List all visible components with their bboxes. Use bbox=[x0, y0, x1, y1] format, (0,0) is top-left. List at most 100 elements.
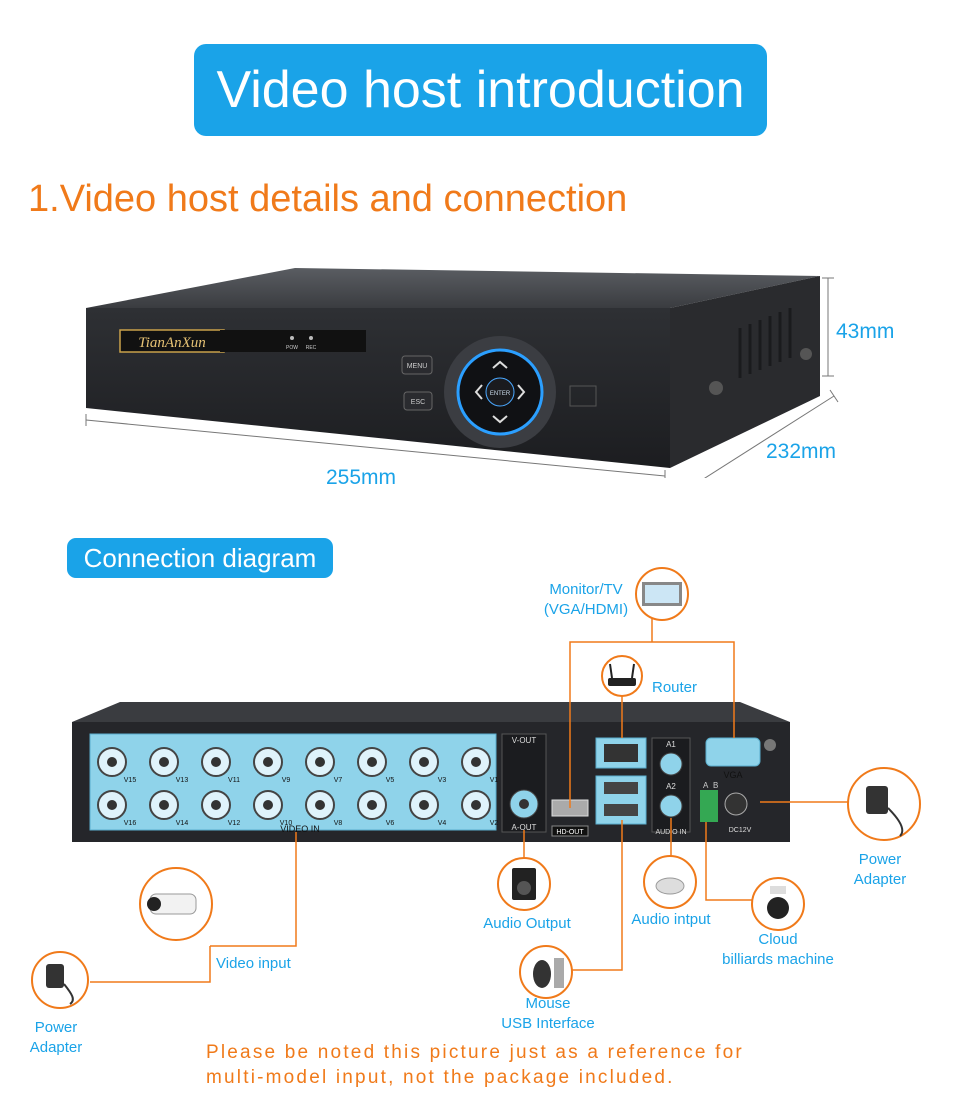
b-terminal-label: B bbox=[713, 781, 718, 790]
dc12v-label: DC12V bbox=[729, 827, 752, 834]
bnc-pin bbox=[419, 757, 429, 767]
monitor-label: Monitor/TV (VGA/HDMI) bbox=[543, 581, 629, 618]
mouse-usb-label: Mouse USB Interface bbox=[501, 995, 595, 1032]
menu-button-label: MENU bbox=[407, 363, 428, 370]
video-port-label: V15 bbox=[124, 777, 137, 784]
video-port-label: V6 bbox=[386, 820, 395, 827]
connection-diagram-title: Connection diagram bbox=[83, 542, 317, 573]
bnc-pin bbox=[107, 800, 117, 810]
depth-dimension: 232mm bbox=[766, 440, 837, 463]
wiring-lines bbox=[90, 618, 850, 983]
section-title: 1.Video host details and connection bbox=[28, 178, 628, 220]
a-terminal-label: A bbox=[703, 781, 709, 790]
bnc-pin bbox=[315, 800, 325, 810]
dvr-top bbox=[86, 268, 820, 308]
screw bbox=[709, 381, 723, 395]
mouse-icon bbox=[519, 945, 573, 999]
bnc-pin bbox=[471, 800, 481, 810]
cloud-billiards-label: Cloud billiards machine bbox=[722, 931, 834, 968]
disclaimer-note: Please be noted this picture just as a r… bbox=[206, 1040, 744, 1090]
right-arrow-icon bbox=[517, 384, 526, 400]
width-dimension: 255mm bbox=[326, 466, 397, 489]
page-banner: Video host introduction bbox=[194, 44, 767, 136]
a2-label: A2 bbox=[666, 782, 676, 791]
esc-button[interactable] bbox=[403, 391, 433, 411]
video-port-label: V8 bbox=[334, 820, 343, 827]
ptz-camera-icon bbox=[751, 877, 805, 931]
note-line-2: multi-model input, not the package inclu… bbox=[206, 1067, 675, 1088]
microphone-icon bbox=[643, 855, 697, 909]
pow-led-label: POW bbox=[286, 345, 298, 351]
video-port-label: V5 bbox=[386, 777, 395, 784]
vga-port[interactable] bbox=[705, 737, 761, 767]
screw bbox=[800, 348, 812, 360]
menu-button[interactable] bbox=[401, 355, 433, 375]
video-bnc-top-row bbox=[97, 747, 491, 777]
enter-button[interactable] bbox=[485, 377, 515, 407]
audio-output-label: Audio Output bbox=[483, 915, 571, 932]
speaker-icon bbox=[497, 857, 551, 911]
brand-text: TianAnXun bbox=[138, 335, 206, 351]
bnc-pin bbox=[159, 800, 169, 810]
video-port-label: V14 bbox=[176, 820, 189, 827]
dvr-front-view: TianAnXun POW REC MENU ESC ENTER bbox=[85, 268, 839, 478]
chassis-top bbox=[72, 702, 790, 722]
video-port-label: V2 bbox=[490, 820, 499, 827]
a-out-label: A-OUT bbox=[512, 823, 537, 832]
bnc-pin bbox=[315, 757, 325, 767]
router-icon bbox=[601, 655, 643, 697]
status-panel bbox=[220, 330, 366, 352]
left-arrow-icon bbox=[474, 384, 483, 400]
ir-window bbox=[569, 385, 597, 407]
video-port-label: V3 bbox=[438, 777, 447, 784]
height-dimension: 43mm bbox=[836, 320, 895, 343]
router-label: Router bbox=[652, 679, 698, 696]
video-port-label: V9 bbox=[282, 777, 291, 784]
video-input-label: Video input bbox=[216, 955, 291, 972]
a1-label: A1 bbox=[666, 740, 676, 749]
bnc-pin bbox=[211, 800, 221, 810]
hd-out-label: HD-OUT bbox=[556, 829, 584, 836]
bnc-pin bbox=[367, 800, 377, 810]
enter-label: ENTER bbox=[490, 391, 511, 397]
a1-jack[interactable] bbox=[659, 752, 683, 776]
power-adapter-left-icon bbox=[31, 951, 89, 1009]
a2-jack[interactable] bbox=[659, 794, 683, 818]
connection-diagram-badge: Connection diagram bbox=[67, 538, 333, 578]
down-arrow-icon bbox=[492, 415, 508, 424]
banner-title: Video host introduction bbox=[216, 61, 745, 119]
note-line-1: Please be noted this picture just as a r… bbox=[206, 1042, 744, 1063]
bnc-pin bbox=[107, 757, 117, 767]
bnc-pin bbox=[263, 800, 273, 810]
video-port-label: V11 bbox=[228, 777, 240, 784]
dvr-side bbox=[670, 276, 820, 468]
ground-screw bbox=[764, 739, 776, 751]
monitor-icon bbox=[635, 567, 689, 621]
audio-input-label: Audio intput bbox=[631, 911, 711, 928]
video-port-label: V12 bbox=[228, 820, 241, 827]
vga-label: VGA bbox=[723, 770, 742, 780]
video-port-label: V7 bbox=[334, 777, 343, 784]
rs485-terminal[interactable] bbox=[700, 790, 718, 822]
video-port-label: V10 bbox=[280, 820, 293, 827]
video-in-label: VIDEO IN bbox=[280, 824, 320, 834]
esc-button-label: ESC bbox=[411, 399, 425, 406]
video-port-label: V13 bbox=[176, 777, 189, 784]
power-adapter-right-icon bbox=[847, 767, 921, 841]
bnc-pin bbox=[471, 757, 481, 767]
bnc-pin bbox=[419, 800, 429, 810]
video-in-panel bbox=[89, 733, 497, 831]
video-port-label: V4 bbox=[438, 820, 447, 827]
bnc-pin bbox=[263, 757, 273, 767]
bnc-pin bbox=[159, 757, 169, 767]
video-bnc-bottom-row bbox=[97, 790, 491, 820]
rec-led-label: REC bbox=[306, 345, 317, 351]
power-adapter-right-label: Power Adapter bbox=[853, 851, 907, 888]
dc-power-jack[interactable] bbox=[724, 792, 748, 816]
up-arrow-icon bbox=[492, 360, 508, 369]
v-out-label: V-OUT bbox=[512, 736, 537, 745]
video-port-label: V16 bbox=[124, 820, 137, 827]
power-adapter-left-label: Power Adapter bbox=[29, 1019, 83, 1056]
bnc-pin bbox=[367, 757, 377, 767]
